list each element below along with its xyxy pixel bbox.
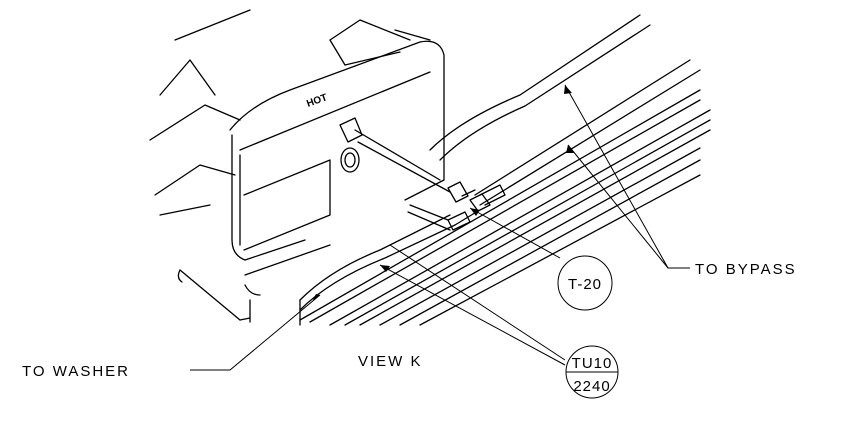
t20-label: T-20 (568, 276, 602, 293)
housing-fitting (339, 117, 451, 193)
tee-fitting (407, 181, 506, 231)
tu10-top-label: TU10 (572, 355, 613, 372)
t20-bubble: T-20 (557, 255, 613, 311)
machine-body (149, 9, 445, 323)
to-washer-label: TO WASHER (22, 363, 130, 380)
to-bypass-label: TO BYPASS (695, 261, 797, 278)
arrowheads (312, 85, 574, 302)
tu10-bubble: TU10 2240 (565, 345, 619, 399)
leader-lines (190, 84, 690, 371)
tu10-bottom-label: 2240 (573, 378, 610, 395)
hot-label: HOT (305, 92, 329, 110)
view-k-label: VIEW K (358, 353, 423, 370)
hose-lines (299, 14, 711, 326)
